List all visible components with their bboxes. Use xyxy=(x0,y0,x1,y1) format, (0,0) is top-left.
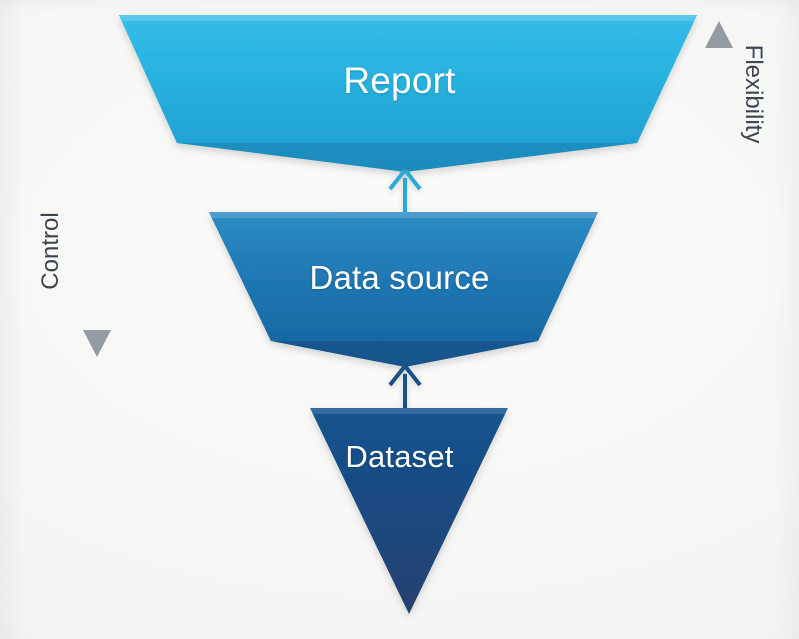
control-axis-arrowhead xyxy=(83,330,111,357)
report-face xyxy=(119,15,697,143)
axis-label-control: Control xyxy=(37,212,64,290)
report-top-highlight xyxy=(119,15,697,21)
connector-arrowhead-lower xyxy=(388,364,422,387)
data-source-top-highlight xyxy=(209,212,598,218)
dataset-top-highlight xyxy=(310,408,508,414)
level-shape-report[interactable] xyxy=(119,15,697,172)
flexibility-axis-arrowhead xyxy=(705,21,733,48)
axis-arrow-flexibility xyxy=(705,21,733,357)
connector-arrowhead-upper xyxy=(388,168,422,191)
data-source-face xyxy=(209,212,598,341)
connector-dataset-to-data-source xyxy=(388,364,422,408)
connector-data-source-to-report xyxy=(388,168,422,212)
axis-label-flexibility: Flexibility xyxy=(740,44,767,144)
level-shape-data-source[interactable] xyxy=(209,212,598,367)
axis-arrow-control xyxy=(83,22,111,357)
dataset-face xyxy=(310,408,508,614)
level-shape-dataset[interactable] xyxy=(310,408,508,614)
